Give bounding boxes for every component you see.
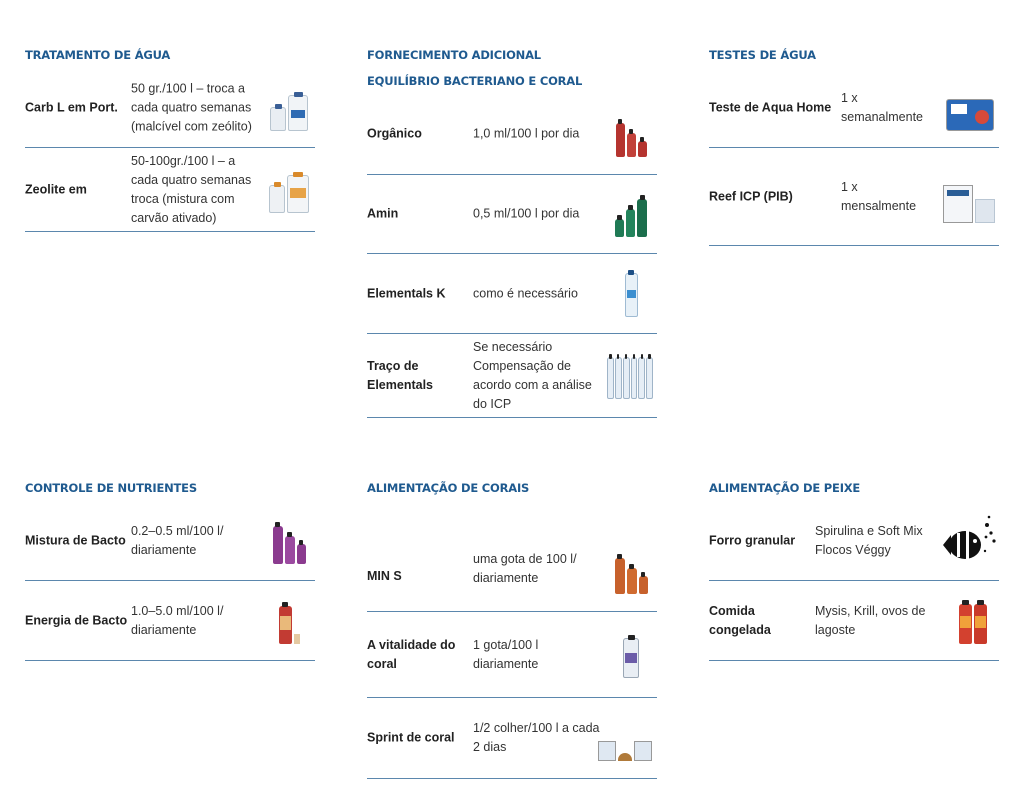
amin-product-image <box>609 191 653 237</box>
coral-vitality-product-image <box>609 632 653 678</box>
product-dosage: 1 x mensalmente <box>841 179 917 213</box>
product-name: Comida congelada <box>709 603 771 637</box>
coral-sprint-product-image <box>597 715 653 761</box>
product-dosage: 50-100gr./100 l – a cada quatro semanas … <box>131 153 252 225</box>
zeolite-product-image <box>267 167 311 213</box>
bacto-energy-product-image <box>267 598 311 644</box>
product-dosage: 50 gr./100 l – troca a cada quatro seman… <box>131 81 252 133</box>
product-name: Teste de Aqua Home <box>709 100 832 114</box>
product-row: MIN S uma gota de 100 l/ diariamente <box>367 531 657 612</box>
product-dosage: 1/2 colher/100 l a cada 2 dias <box>473 721 600 754</box>
product-name: Elementals K <box>367 286 446 300</box>
product-dosage: 1 x semanalmente <box>841 90 923 124</box>
product-dosage: 0,5 ml/100 l por dia <box>473 206 580 221</box>
fish-icon <box>939 511 999 571</box>
bacto-mix-product-image <box>267 518 311 564</box>
section-title: ALIMENTAÇÃO DE PEIXE <box>709 481 861 495</box>
section-title: TESTES DE ÁGUA <box>709 48 816 62</box>
product-dosage: como é necessário <box>473 286 578 300</box>
section-subtitle: EQUILÍBRIO BACTERIANO E CORAL <box>367 74 583 88</box>
product-dosage: 0.2–0.5 ml/100 l/ diariamente <box>131 523 224 557</box>
section-testes: TESTES DE ÁGUA Teste de Aqua Home 1 x se… <box>709 48 999 248</box>
trace-elementals-product-image <box>607 353 653 399</box>
product-row: Forro granular Spirulina e Soft Mix Floc… <box>709 501 999 581</box>
product-name: MIN S <box>367 569 402 584</box>
product-dosage: 1,0 ml/100 l por dia <box>473 126 580 141</box>
product-row: Elementals K como é necessário <box>367 254 657 334</box>
product-row: Traço de Elementals Se necessário Compen… <box>367 334 657 418</box>
elementals-k-product-image <box>609 269 653 317</box>
product-row: Carb L em Port. 50 gr./100 l – troca a c… <box>25 68 315 148</box>
product-name: Reef ICP (PIB) <box>709 189 793 203</box>
product-name: Traço de Elementals <box>367 358 434 392</box>
product-row: Energia de Bacto 1.0–5.0 ml/100 l/ diari… <box>25 581 315 661</box>
product-dosage: 1.0–5.0 ml/100 l/ diariamente <box>131 603 224 637</box>
product-name: Energia de Bacto <box>25 613 128 627</box>
organico-product-image <box>609 111 653 157</box>
product-dosage: 1 gota/100 l diariamente <box>473 637 539 671</box>
product-row: Sprint de coral 1/2 colher/100 l a cada … <box>367 698 657 779</box>
product-name: Carb L em Port. <box>25 100 118 114</box>
product-dosage: uma gota de 100 l/ diariamente <box>473 552 577 586</box>
aqua-home-test-image <box>945 85 995 131</box>
min-s-product-image <box>609 548 653 594</box>
reef-icp-kit-image <box>943 171 995 223</box>
product-row: Mistura de Bacto 0.2–0.5 ml/100 l/ diari… <box>25 501 315 581</box>
product-row: Orgânico 1,0 ml/100 l por dia <box>367 94 657 175</box>
product-name: A vitalidade do coral <box>367 637 456 671</box>
product-name: Zeolite em <box>25 182 87 196</box>
carb-l-product-image <box>267 85 311 131</box>
section-title: ALIMENTAÇÃO DE CORAIS <box>367 481 530 495</box>
frozen-food-product-image <box>951 598 995 644</box>
product-name: Orgânico <box>367 126 422 141</box>
product-dosage: Mysis, Krill, ovos de lagoste <box>815 603 926 637</box>
section-corais: ALIMENTAÇÃO DE CORAIS MIN S uma gota de … <box>367 481 657 791</box>
product-row: Teste de Aqua Home 1 x semanalmente <box>709 68 999 148</box>
product-row: Zeolite em 50-100gr./100 l – a cada quat… <box>25 148 315 232</box>
section-tratamento: TRATAMENTO DE ÁGUA Carb L em Port. 50 gr… <box>25 48 315 238</box>
product-name: Mistura de Bacto <box>25 533 126 547</box>
product-name: Forro granular <box>709 533 796 547</box>
section-title: TRATAMENTO DE ÁGUA <box>25 48 171 62</box>
product-dosage: Se necessário Compensação de acordo com … <box>473 339 592 411</box>
section-peixe: ALIMENTAÇÃO DE PEIXE Forro granular Spir… <box>709 481 999 671</box>
product-name: Sprint de coral <box>367 730 455 745</box>
product-row: A vitalidade do coral 1 gota/100 l diari… <box>367 612 657 698</box>
section-title: CONTROLE DE NUTRIENTES <box>25 481 197 495</box>
section-controle: CONTROLE DE NUTRIENTES Mistura de Bacto … <box>25 481 315 671</box>
product-dosage: Spirulina e Soft Mix Flocos Véggy <box>815 523 923 557</box>
section-fornecimento: FORNECIMENTO ADICIONAL EQUILÍBRIO BACTER… <box>367 48 657 428</box>
product-row: Amin 0,5 ml/100 l por dia <box>367 175 657 254</box>
product-row: Reef ICP (PIB) 1 x mensalmente <box>709 148 999 246</box>
product-row: Comida congelada Mysis, Krill, ovos de l… <box>709 581 999 661</box>
product-name: Amin <box>367 206 399 221</box>
section-title: FORNECIMENTO ADICIONAL <box>367 48 541 62</box>
